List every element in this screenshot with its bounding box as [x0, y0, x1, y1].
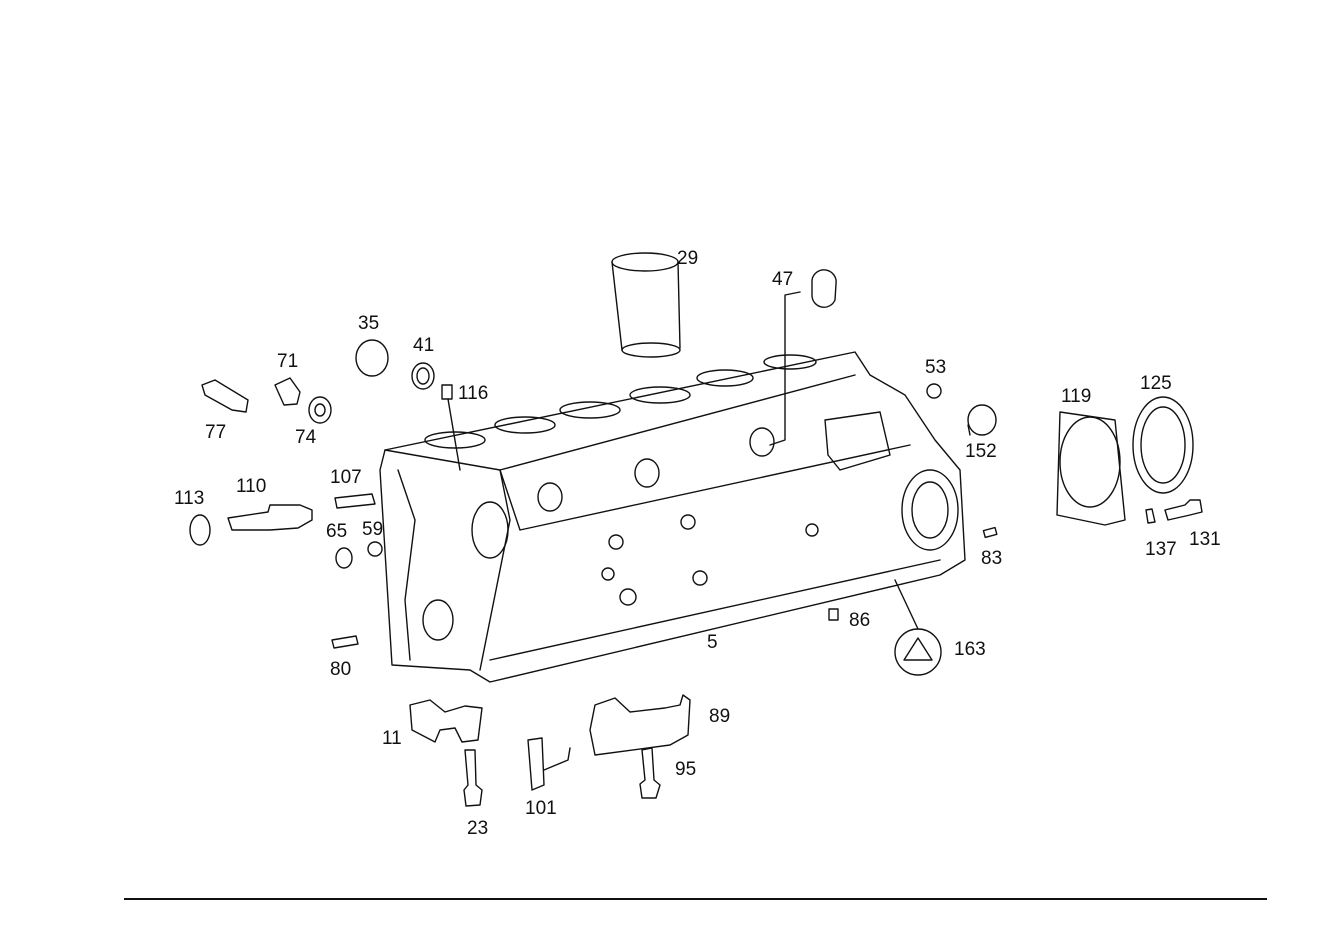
label-41[interactable]: 41	[413, 335, 434, 356]
nozzle-part-101[interactable]	[527, 737, 571, 791]
label-47[interactable]: 47	[772, 269, 793, 290]
plug-part-86[interactable]	[828, 608, 839, 621]
plug-part-71[interactable]	[274, 377, 301, 406]
part-labels: 29 47 35 41 71 53 125 116 119 77 74 152 …	[174, 248, 1221, 839]
label-110[interactable]: 110	[236, 476, 266, 497]
label-116[interactable]: 116	[458, 383, 488, 404]
label-65[interactable]: 65	[326, 521, 347, 542]
seal-part-125[interactable]	[1132, 396, 1194, 494]
plug-part-59[interactable]	[367, 541, 383, 557]
label-35[interactable]: 35	[358, 313, 379, 334]
label-119[interactable]: 119	[1061, 386, 1091, 407]
cover-part-163[interactable]	[894, 628, 942, 676]
cover-part-119[interactable]	[1056, 411, 1126, 526]
bolt-part-23[interactable]	[463, 749, 483, 807]
label-23[interactable]: 23	[467, 818, 488, 839]
label-101[interactable]: 101	[525, 798, 557, 819]
label-71[interactable]: 71	[277, 351, 298, 372]
label-163[interactable]: 163	[954, 639, 986, 660]
label-113[interactable]: 113	[174, 488, 204, 509]
label-107[interactable]: 107	[330, 467, 362, 488]
shaft-part-110[interactable]	[227, 504, 313, 531]
pin-part-116[interactable]	[441, 384, 453, 400]
label-131[interactable]: 131	[1189, 529, 1221, 550]
label-95[interactable]: 95	[675, 759, 696, 780]
label-53[interactable]: 53	[925, 357, 946, 378]
label-125[interactable]: 125	[1140, 373, 1172, 394]
label-80[interactable]: 80	[330, 659, 351, 680]
plug-part-35[interactable]	[355, 339, 389, 377]
label-77[interactable]: 77	[205, 422, 226, 443]
cylinder-bores	[424, 354, 817, 449]
label-152[interactable]: 152	[965, 441, 997, 462]
cylinder-liner-part-29[interactable]	[611, 252, 681, 358]
label-59[interactable]: 59	[362, 519, 383, 540]
ring-part-113[interactable]	[189, 514, 211, 546]
label-83[interactable]: 83	[981, 548, 1002, 569]
leader-47	[769, 291, 801, 446]
engine-block-part-5[interactable]	[379, 351, 966, 683]
clip-part-137[interactable]	[1145, 508, 1156, 524]
sender-part-77[interactable]	[201, 379, 249, 413]
label-5[interactable]: 5	[707, 632, 718, 653]
bracket-part-89[interactable]	[589, 694, 691, 756]
bolt-part-131[interactable]	[1164, 499, 1203, 521]
ring-part-41[interactable]	[411, 362, 435, 390]
pin-part-83[interactable]	[982, 526, 998, 539]
pin-part-80[interactable]	[331, 635, 359, 649]
leader-116	[447, 398, 461, 471]
label-89[interactable]: 89	[709, 706, 730, 727]
sleeve-part-65[interactable]	[335, 547, 353, 569]
leader-163	[894, 579, 919, 630]
plug-part-152[interactable]	[967, 404, 997, 436]
plug-part-53[interactable]	[926, 383, 942, 399]
label-86[interactable]: 86	[849, 610, 870, 631]
pin-part-107[interactable]	[334, 493, 376, 509]
label-11[interactable]: 11	[382, 728, 402, 749]
bolt-part-95[interactable]	[639, 747, 661, 799]
washer-part-74[interactable]	[308, 396, 332, 424]
label-29[interactable]: 29	[677, 248, 698, 269]
plug-part-47[interactable]	[811, 269, 837, 308]
label-137[interactable]: 137	[1145, 539, 1177, 560]
bearing-cap-part-11[interactable]	[409, 699, 483, 743]
label-74[interactable]: 74	[295, 427, 317, 448]
